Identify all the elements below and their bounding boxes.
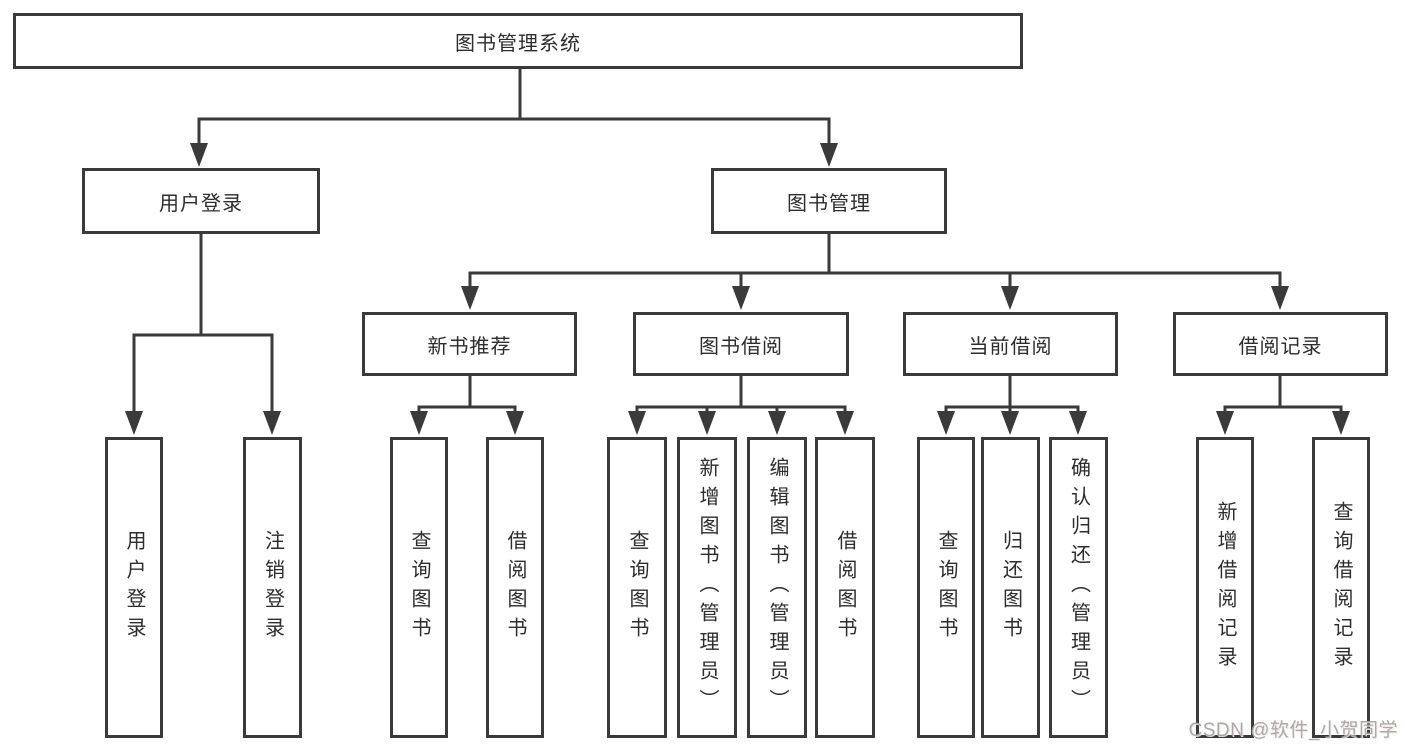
- node-library-management-system: 图书管理系统: [13, 13, 1023, 69]
- leaf-logout: 注销登录: [243, 437, 302, 738]
- node-label: 图书借阅: [699, 335, 783, 358]
- leaf-query-books-current: 查询图书: [917, 437, 975, 738]
- leaf-return-books: 归还图书: [981, 437, 1040, 738]
- leaf-add-book-admin: 新增图书（管理员）: [677, 437, 737, 738]
- leaf-query-books-recommend: 查询图书: [390, 437, 448, 738]
- leaf-borrow-books: 借阅图书: [815, 437, 875, 738]
- leaf-confirm-return-admin: 确认归还（管理员）: [1049, 437, 1108, 738]
- leaf-user-login: 用户登录: [105, 437, 163, 738]
- leaf-label: 新增图书（管理员）: [696, 457, 718, 718]
- node-book-borrowing: 图书借阅: [633, 312, 849, 376]
- node-book-management: 图书管理: [711, 168, 947, 234]
- leaf-edit-book-admin: 编辑图书（管理员）: [747, 437, 807, 738]
- leaf-label: 注销登录: [261, 529, 284, 646]
- leaf-label: 确认归还（管理员）: [1067, 457, 1090, 718]
- leaf-label: 借阅图书: [504, 529, 526, 646]
- node-label: 图书管理: [787, 192, 871, 215]
- node-new-book-recommendation: 新书推荐: [362, 312, 577, 376]
- leaf-label: 新增借阅记录: [1214, 500, 1236, 675]
- leaf-add-borrow-record: 新增借阅记录: [1196, 437, 1254, 738]
- node-current-borrowing: 当前借阅: [903, 312, 1118, 376]
- node-label: 图书管理系统: [455, 32, 581, 55]
- node-user-login: 用户登录: [82, 168, 320, 234]
- leaf-label: 用户登录: [123, 529, 145, 646]
- node-label: 用户登录: [159, 192, 243, 215]
- node-label: 借阅记录: [1238, 335, 1323, 358]
- leaf-label: 查询图书: [408, 529, 430, 646]
- node-borrowing-records: 借阅记录: [1173, 312, 1388, 376]
- leaf-query-books-borrowing: 查询图书: [607, 437, 667, 738]
- leaf-label: 查询图书: [935, 529, 957, 646]
- leaf-label: 查询图书: [626, 529, 648, 646]
- leaf-label: 查询借阅记录: [1330, 500, 1352, 675]
- leaf-label: 归还图书: [999, 529, 1022, 646]
- leaf-label: 借阅图书: [834, 529, 856, 646]
- node-label: 新书推荐: [427, 335, 512, 358]
- leaf-label: 编辑图书（管理员）: [766, 457, 788, 718]
- node-label: 当前借阅: [968, 335, 1053, 358]
- leaf-borrow-books-recommend: 借阅图书: [486, 437, 544, 738]
- leaf-query-borrow-record: 查询借阅记录: [1312, 437, 1370, 738]
- csdn-watermark: CSDN @软件_小贺同学: [1188, 720, 1398, 741]
